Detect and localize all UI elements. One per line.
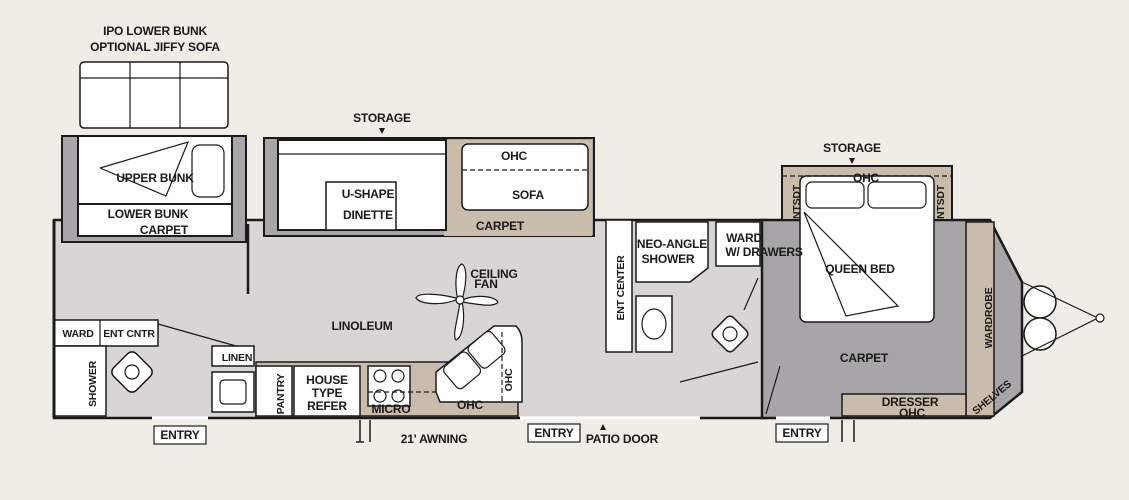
ceiling-fan-icon [415,263,499,341]
down-arrow-icon [379,128,385,134]
label-pantry: PANTRY [275,373,287,414]
label-queen-bed: QUEEN BED [825,262,895,276]
toilet-icon [111,351,153,393]
ward-drawers [715,221,761,267]
bed-fold-lines [803,211,900,317]
toilet-icon [711,315,749,353]
label-patio-door: PATIO DOOR [586,432,659,446]
label-fan: FAN [474,277,497,291]
hitch-ball [1095,313,1105,323]
label-neo-angle: NEO-ANGLE [637,237,707,251]
linen-closet [211,345,255,367]
label-awning: 21' AWNING [401,432,467,446]
label-u-shape: U-SHAPE [342,187,395,201]
label-ward: WARD [62,328,94,340]
label-ipo-lower-bunk: IPO LOWER BUNK [103,24,207,38]
label-type: TYPE [312,386,343,400]
dresser-area [841,393,967,417]
sink-icon [641,308,667,340]
entry-left-box [153,425,207,445]
entry-right-box [775,423,829,443]
label-storage-top: STORAGE [353,111,411,125]
label-ent-cntr: ENT CNTR [103,328,155,340]
awning-brackets [356,420,855,443]
label-ohc-side: OHC [503,368,515,391]
jiffy-sofa [79,61,229,129]
label-optional-jiffy-sofa: OPTIONAL JIFFY SOFA [90,40,220,54]
label-ohc-kitchen: OHC [457,398,484,412]
label-ent-center: ENT CENTER [615,255,627,321]
label-entry-mid: ENTRY [534,426,573,440]
bed-pillow-left [805,181,865,209]
refrigerator [293,365,361,417]
bedroom-door [765,365,781,415]
label-micro: MICRO [372,402,411,416]
up-arrow-icon [600,424,606,430]
bath-wall [679,361,759,383]
label-upper-bunk: UPPER BUNK [116,171,194,185]
stove-burner-icon [373,369,405,403]
label-entry-left: ENTRY [160,428,199,442]
label-entry-right: ENTRY [782,426,821,440]
label-ward-drawers-2: W/ DRAWERS [725,245,803,259]
bed-pillow-right [867,181,927,209]
sink-icon [442,330,506,390]
down-arrow-icon [849,158,855,164]
label-ohc-sofa: OHC [501,149,528,163]
pantry [255,365,293,417]
label-shower-bath: SHOWER [642,252,695,266]
label-ward-drawers-1: WARD [726,231,762,245]
label-lower-bunk: LOWER BUNK [108,207,189,221]
bunk-fold-lines [99,141,190,197]
label-shower-left: SHOWER [87,360,99,407]
rear-wall-diagonal [157,323,237,347]
label-house: HOUSE [306,373,348,387]
label-refer: REFER [307,399,347,413]
label-carpet-bunk: CARPET [140,223,189,237]
bunk-pillow [191,144,225,198]
label-wardrobe: WARDROBE [983,287,995,348]
label-carpet-sofa: CARPET [476,219,525,233]
label-linoleum: LINOLEUM [331,319,392,333]
neo-angle-shower [635,221,709,283]
entry-mid-box [527,423,581,443]
label-storage-bed: STORAGE [823,141,881,155]
label-dinette: DINETTE [343,208,393,222]
stove [367,365,411,407]
label-sofa: SOFA [512,188,544,202]
sofa [461,143,589,211]
label-ohc-bed: OHC [853,171,880,185]
label-ceiling: CEILING [470,267,517,281]
bathroom-ent-center [605,219,633,353]
bath-door [743,277,759,311]
rear-cabinets [53,319,159,347]
wardrobe-area [965,221,995,417]
spare-tires [1023,285,1057,351]
label-linen: LINEN [222,352,253,364]
label-ohc-dresser: OHC [899,406,926,420]
label-dresser: DRESSER [882,395,939,409]
dinette-table [325,181,397,231]
label-carpet-bed: CARPET [840,351,889,365]
label-ntsdt-left: NTSDT [791,184,803,219]
sink-icon [219,379,247,405]
label-ntsdt-right: NTSDT [935,184,947,219]
